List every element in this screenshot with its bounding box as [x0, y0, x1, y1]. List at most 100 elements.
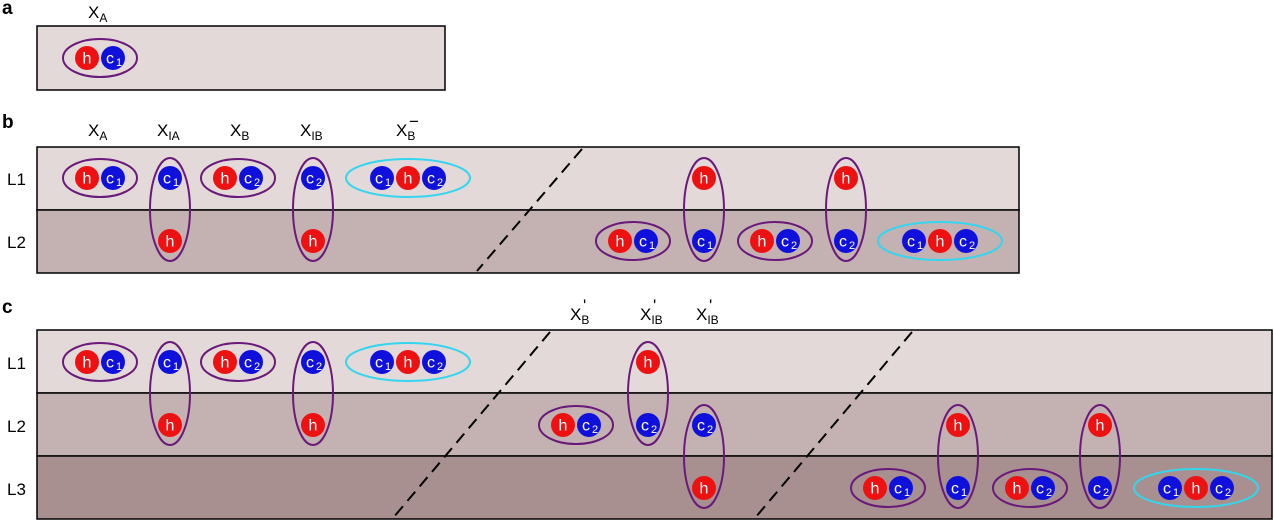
- trion-ring: [877, 221, 1003, 261]
- hole-particle: h: [75, 166, 99, 190]
- electron-label: c: [894, 481, 902, 498]
- svg-text:': ': [709, 296, 712, 315]
- hole-label: h: [83, 355, 92, 372]
- panel-c-layer-label-1: L1: [7, 354, 26, 373]
- hole-particle: h: [396, 166, 420, 190]
- panel-b-label-3: XIB: [300, 121, 323, 143]
- interlayer-exciton-ring: [149, 157, 191, 262]
- electron-index: 1: [385, 361, 391, 373]
- electron-label: c: [244, 355, 252, 372]
- hole-label: h: [559, 418, 568, 435]
- panel-b-letter: b: [2, 112, 14, 133]
- interlayer-exciton-ring: [825, 157, 867, 262]
- hole-label: h: [83, 51, 92, 68]
- interlayer-exciton-ring: [1079, 404, 1121, 509]
- svg-text:XIB: XIB: [300, 121, 323, 143]
- electron-index: 1: [904, 487, 910, 499]
- interlayer-exciton-ring: [292, 341, 334, 446]
- hole-particle: h: [158, 229, 182, 253]
- intralayer-exciton-ring: [850, 468, 926, 508]
- svg-text:XIA: XIA: [157, 121, 180, 143]
- electron-label: c: [1215, 481, 1223, 498]
- electron-label: c: [697, 234, 705, 251]
- panel-c-layer-label-3: L3: [7, 480, 26, 499]
- panel-a-letter: a: [2, 0, 13, 19]
- electron-label: c: [907, 234, 915, 251]
- svg-text:XIB: XIB: [696, 305, 719, 327]
- electron-index: 2: [254, 361, 260, 373]
- interlayer-exciton-ring: [683, 404, 725, 509]
- electron-label: c: [375, 355, 383, 372]
- intralayer-exciton-ring: [200, 342, 276, 382]
- hole-particle: h: [213, 350, 237, 374]
- hole-label: h: [1013, 481, 1022, 498]
- panel-c-divider-2: [754, 331, 913, 519]
- panel-b-layer-2: [36, 209, 1020, 274]
- electron-label: c: [1036, 481, 1044, 498]
- panel-c-label-2: XIB': [696, 296, 719, 327]
- electron-index: 2: [254, 177, 260, 189]
- electron-label: c: [781, 234, 789, 251]
- hole-particle: h: [158, 413, 182, 437]
- intralayer-exciton-ring: [200, 158, 276, 198]
- hole-label: h: [404, 171, 413, 188]
- hole-label: h: [871, 481, 880, 498]
- electron-index: 2: [316, 361, 322, 373]
- electron-index: 2: [651, 424, 657, 436]
- panel-c-layer-label-2: L2: [7, 417, 26, 436]
- hole-label: h: [404, 355, 413, 372]
- hole-particle: h: [608, 229, 632, 253]
- panel-c-letter: c: [2, 297, 13, 318]
- panel-b-label-2: XB: [230, 121, 249, 143]
- intralayer-exciton-ring: [992, 468, 1068, 508]
- electron-index: 2: [437, 177, 443, 189]
- electron-index: 2: [791, 240, 797, 252]
- hole-label: h: [700, 481, 709, 498]
- trion-ring: [1133, 468, 1259, 508]
- interlayer-exciton-ring: [937, 404, 979, 509]
- hole-particle: h: [636, 350, 660, 374]
- panel-a-label-0: XA: [88, 3, 107, 25]
- panel-c-label-0: XB': [570, 296, 589, 327]
- panel-c-label-1: XIB': [640, 296, 663, 327]
- intralayer-exciton-ring: [62, 342, 138, 382]
- hole-label: h: [221, 355, 230, 372]
- panel-b-label-1: XIA: [157, 121, 180, 143]
- electron-label: c: [697, 418, 705, 435]
- electron-index: 2: [707, 424, 713, 436]
- hole-particle: h: [834, 166, 858, 190]
- hole-label: h: [1192, 481, 1201, 498]
- electron-index: 1: [961, 487, 967, 499]
- electron-label: c: [839, 234, 847, 251]
- exciton-rings: [62, 38, 1259, 509]
- hole-particle: h: [75, 46, 99, 70]
- svg-text:XB: XB: [230, 121, 249, 143]
- hole-particle: h: [692, 476, 716, 500]
- hole-label: h: [700, 171, 709, 188]
- electron-index: 1: [1173, 487, 1179, 499]
- electron-index: 2: [969, 240, 975, 252]
- electron-label: c: [959, 234, 967, 251]
- hole-particle: h: [928, 229, 952, 253]
- electron-label: c: [427, 171, 435, 188]
- electron-label: c: [306, 171, 314, 188]
- hole-particle: h: [75, 350, 99, 374]
- svg-text:XIB: XIB: [640, 305, 663, 327]
- panel-b-label-0: XA: [88, 121, 107, 143]
- electron-index: 2: [316, 177, 322, 189]
- hole-label: h: [221, 171, 230, 188]
